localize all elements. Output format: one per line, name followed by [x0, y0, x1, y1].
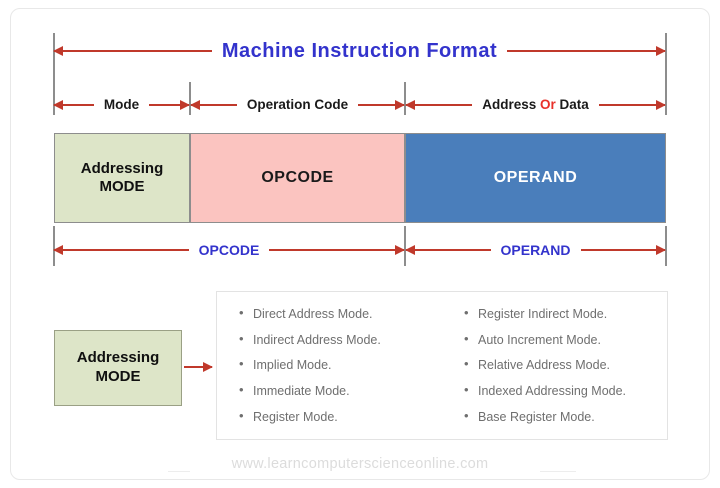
- opcode-span-arrow-right: [269, 249, 404, 251]
- list-item: Indirect Address Mode.: [239, 331, 442, 347]
- instruction-field-opcode: OPCODE: [190, 133, 405, 223]
- instruction-field-operand: OPERAND: [405, 133, 666, 223]
- list-item: Direct Address Mode.: [239, 306, 442, 321]
- watermark-rule-left: [168, 471, 190, 472]
- addressing-mode-callout-line1: Addressing: [76, 349, 160, 367]
- list-item: Indexed Addressing Mode.: [464, 383, 667, 398]
- guide-line-mode-top: [189, 82, 191, 115]
- opcode-arrow-left: [191, 104, 237, 106]
- guide-line-opcode-top: [404, 82, 406, 115]
- addressing-mode-list-column-left: Direct Address Mode. Indirect Address Mo…: [217, 301, 442, 430]
- opcode-span-label: OPCODE: [198, 242, 260, 258]
- addressing-mode-callout-arrow-icon: [184, 366, 212, 368]
- opcode-arrow-row: Operation Code: [191, 94, 405, 116]
- addressing-mode-list-panel: Direct Address Mode. Indirect Address Mo…: [216, 291, 668, 440]
- address-arrow-right: [598, 104, 665, 106]
- operand-span-label: OPERAND: [500, 242, 571, 258]
- addressing-mode-callout-text: Addressing MODE: [77, 349, 160, 387]
- addressing-mode-block-line1: Addressing: [80, 160, 164, 177]
- data-word: Data: [559, 97, 589, 113]
- address-arrow-left: [406, 104, 473, 106]
- address-or-data-field-label: Address Or Data: [472, 98, 599, 112]
- opcode-arrow-right: [358, 104, 405, 106]
- opcode-span-arrow-row: OPCODE: [54, 239, 404, 261]
- opcode-span-arrow-left: [54, 249, 189, 251]
- list-item: Register Indirect Mode.: [464, 306, 667, 321]
- title-arrow-right: [507, 50, 665, 52]
- operand-span-arrow-row: OPERAND: [406, 239, 666, 261]
- guide-line-left-top: [53, 33, 55, 115]
- addressing-mode-list-column-right: Register Indirect Mode. Auto Increment M…: [442, 301, 667, 430]
- address-word: Address: [482, 97, 537, 113]
- list-item: Register Mode.: [239, 409, 442, 424]
- list-item: Relative Address Mode.: [464, 357, 667, 372]
- address-arrow-row: Address Or Data: [406, 94, 665, 116]
- list-item: Base Register Mode.: [464, 409, 667, 424]
- title-arrow-left: [54, 50, 212, 52]
- watermark-rule-right: [540, 471, 576, 472]
- addressing-mode-block-line2: MODE: [99, 178, 145, 195]
- title-arrow-row: Machine Instruction Format: [54, 40, 665, 62]
- addressing-mode-block-text: Addressing MODE: [81, 160, 164, 196]
- list-item: Implied Mode.: [239, 357, 442, 372]
- list-item: Auto Increment Mode.: [464, 331, 667, 347]
- mode-arrow-row: Mode: [54, 94, 189, 116]
- operand-block-label: OPERAND: [493, 169, 578, 187]
- operand-span-arrow-left: [406, 249, 491, 251]
- instruction-field-addressing-mode: Addressing MODE: [54, 133, 190, 223]
- or-word: Or: [540, 97, 556, 113]
- guide-line-right-top: [665, 33, 667, 115]
- operation-code-field-label: Operation Code: [246, 97, 349, 113]
- page-title: Machine Instruction Format: [221, 40, 498, 62]
- mode-arrow-left: [54, 104, 94, 106]
- addressing-mode-callout-line2: MODE: [95, 368, 141, 385]
- mode-field-label: Mode: [103, 97, 140, 113]
- addressing-mode-callout-box: Addressing MODE: [54, 330, 182, 406]
- operand-span-arrow-right: [580, 249, 666, 251]
- list-item: Immediate Mode.: [239, 383, 442, 398]
- mode-arrow-right: [149, 104, 189, 106]
- watermark-text: www.learncomputerscienceonline.com: [231, 456, 489, 472]
- opcode-block-label: OPCODE: [261, 169, 334, 187]
